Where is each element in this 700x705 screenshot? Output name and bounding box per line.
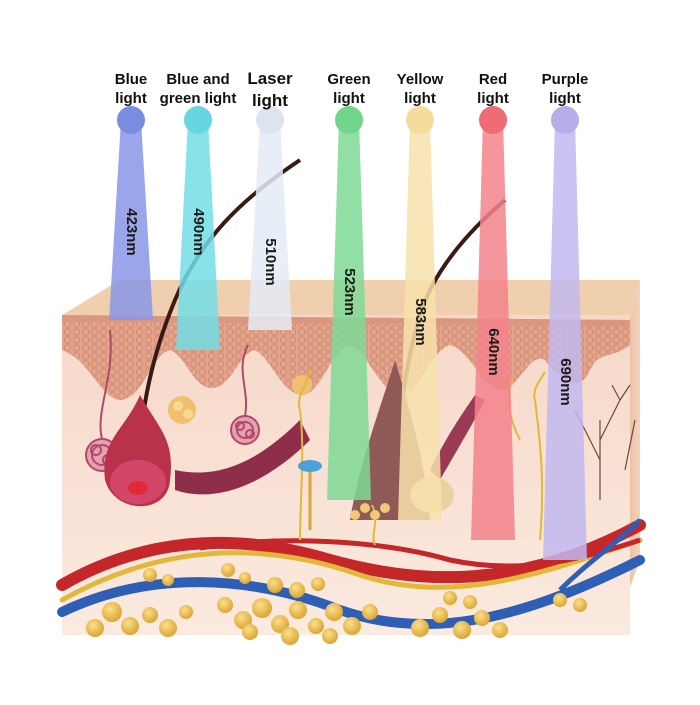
light-beam-6 — [543, 120, 587, 560]
fat-cell — [121, 617, 139, 635]
fat-cell — [239, 572, 251, 584]
light-source-dot-4 — [406, 106, 434, 134]
sweat-duct — [99, 329, 112, 440]
light-sources — [117, 106, 579, 134]
light-name-line: light — [333, 90, 365, 107]
fat-cell — [221, 563, 235, 577]
fat-cell — [463, 595, 477, 609]
fat-cell — [432, 607, 448, 623]
light-name-line: Red — [478, 71, 508, 88]
fat-cell — [179, 605, 193, 619]
light-name-line: Blue and — [166, 71, 230, 88]
light-source-dot-3 — [335, 106, 363, 134]
fat-cell — [267, 577, 283, 593]
wavelength-label-0: 423nm — [123, 208, 140, 256]
fat-cell — [102, 602, 122, 622]
light-source-dot-5 — [479, 106, 507, 134]
sebaceous-tube — [175, 420, 310, 495]
light-name-2: Laser light — [220, 68, 320, 112]
fat-cell — [217, 597, 233, 613]
light-beam-1 — [176, 120, 220, 350]
light-source-dot-0 — [117, 106, 145, 134]
fat-cell — [411, 619, 429, 637]
light-name-5: Red light — [443, 70, 543, 108]
fat-cell — [271, 615, 289, 633]
light-name-line: light — [477, 90, 509, 107]
fat-cell — [142, 607, 158, 623]
light-beam-0 — [109, 120, 153, 320]
nerve-fiber — [59, 537, 643, 603]
fat-cell — [308, 618, 324, 634]
fat-cell — [325, 603, 343, 621]
light-name-line: green light — [159, 90, 237, 107]
light-source-dot-2 — [256, 106, 284, 134]
fat-cell — [162, 574, 174, 586]
fat-cell — [242, 624, 258, 640]
light-name-3: Green light — [299, 70, 399, 108]
wavelength-label-2: 510nm — [262, 238, 279, 286]
wavelength-label-4: 583nm — [412, 298, 429, 346]
fat-cell — [143, 568, 157, 582]
light-name-line: light — [115, 90, 147, 107]
light-name-line: Green — [327, 71, 371, 88]
light-name-line: Purple — [541, 71, 589, 88]
fat-cell — [289, 601, 307, 619]
light-name-1: Blue and green light — [148, 70, 248, 108]
free-nerve-endings — [574, 384, 636, 500]
wavelength-label-6: 690nm — [557, 358, 574, 406]
fat-cell — [573, 598, 587, 612]
light-beam-2 — [248, 120, 292, 330]
fat-cell — [443, 591, 457, 605]
fat-cell — [343, 617, 361, 635]
wavelength-label-3: 523nm — [341, 268, 358, 316]
light-name-line: light — [252, 91, 288, 110]
fat-cell — [322, 628, 338, 644]
touch-receptor-cap — [298, 460, 322, 472]
light-beam-4 — [398, 120, 442, 520]
wavelength-label-5: 640nm — [485, 328, 502, 376]
fat-cell — [289, 582, 305, 598]
fat-cell — [553, 593, 567, 607]
wavelength-labels: 423nm 490nm 510nm 523nm 583nm 640nm 690nm — [123, 208, 574, 406]
vein-branch — [558, 518, 642, 592]
fat-cell — [362, 604, 378, 620]
light-source-dot-1 — [184, 106, 212, 134]
sebaceous-gland — [168, 396, 196, 424]
light-name-6: Purple light — [515, 70, 615, 108]
fat-cell — [281, 627, 299, 645]
fat-cell — [311, 577, 325, 591]
light-name-line: Laser — [247, 69, 293, 88]
fat-cell — [252, 598, 272, 618]
light-name-line: Blue — [114, 71, 148, 88]
light-name-4: Yellow light — [370, 70, 470, 108]
arrector-muscle — [430, 395, 485, 480]
fat-cells — [86, 563, 587, 645]
fat-cell — [492, 622, 508, 638]
light-name-line: Yellow — [396, 71, 444, 88]
fat-cell — [86, 619, 104, 637]
nerve-ending — [297, 369, 311, 541]
light-source-dot-6 — [551, 106, 579, 134]
light-beam-3 — [327, 120, 371, 500]
fat-cell — [159, 619, 177, 637]
fat-cell — [474, 610, 490, 626]
light-beams — [109, 120, 587, 560]
receptor-cluster — [350, 503, 390, 520]
wavelength-label-1: 490nm — [190, 208, 207, 256]
light-name-line: light — [404, 90, 436, 107]
light-name-line: light — [549, 90, 581, 107]
light-name-0: Blue light — [81, 70, 181, 108]
light-beam-5 — [471, 120, 515, 540]
sweat-gland-coil — [230, 415, 260, 445]
nerve-ending — [533, 371, 546, 541]
fat-cell — [453, 621, 471, 639]
